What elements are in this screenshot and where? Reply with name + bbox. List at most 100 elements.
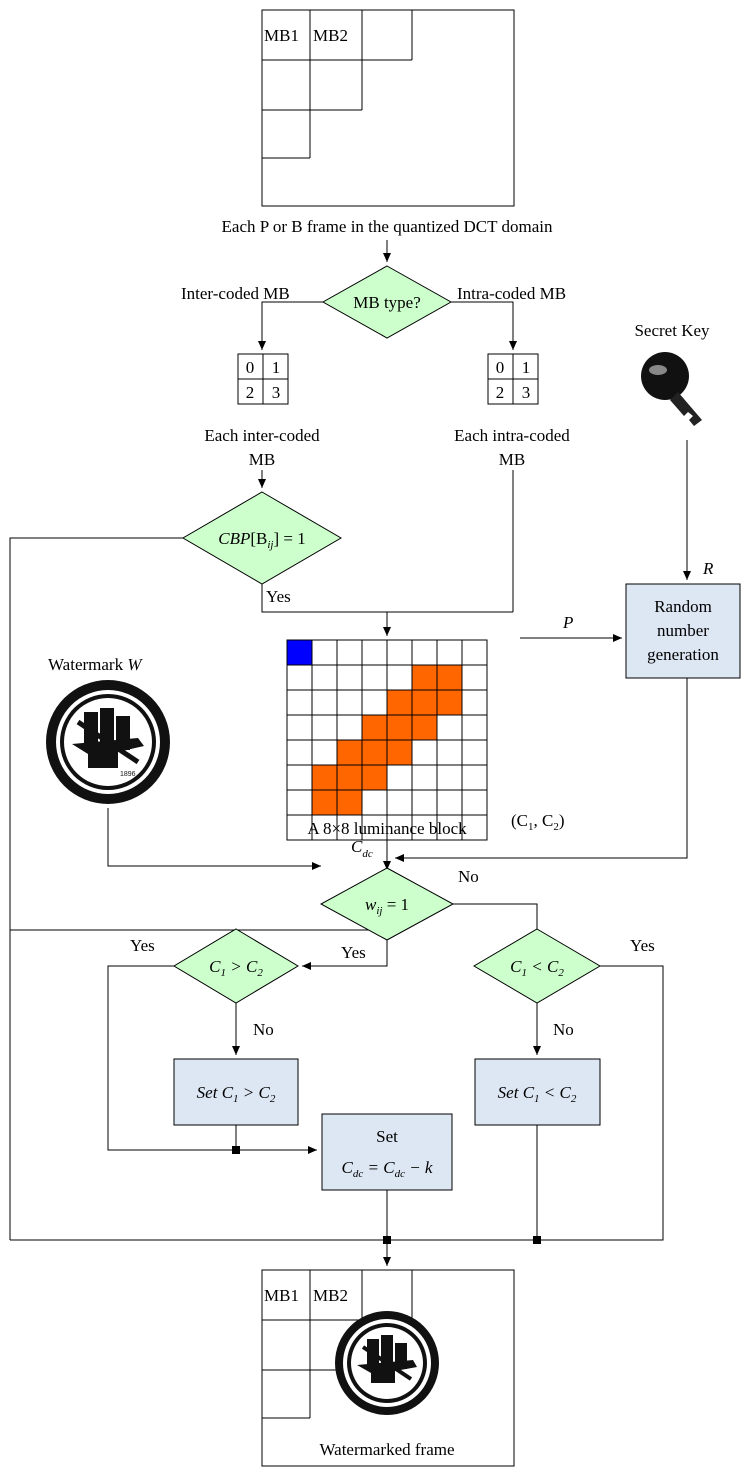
block-cell <box>362 640 387 665</box>
block-cell <box>287 690 312 715</box>
svg-text:3: 3 <box>272 383 281 402</box>
block-cell <box>337 715 362 740</box>
block-cell <box>462 790 487 815</box>
c-gt-no-label: No <box>253 1020 274 1039</box>
block-cell <box>337 765 362 790</box>
c1-lt-c2-decision: C1 < C2 <box>474 929 600 1003</box>
block-cell <box>312 765 337 790</box>
inter-mb-caption: Each inter-coded <box>204 426 320 445</box>
block-cell <box>387 765 412 790</box>
block-cell <box>437 790 462 815</box>
svg-text:MB type?: MB type? <box>353 293 421 312</box>
block-cell <box>287 665 312 690</box>
block-cell <box>287 765 312 790</box>
block-cell <box>362 790 387 815</box>
block-cell <box>287 790 312 815</box>
mb2-label: MB2 <box>313 26 348 45</box>
mb1-label: MB1 <box>264 1286 299 1305</box>
block-cell <box>362 665 387 690</box>
block-cell <box>437 640 462 665</box>
key-icon <box>641 352 702 426</box>
wij-no-label: No <box>458 867 479 886</box>
block-cell <box>462 665 487 690</box>
c-lt-yes-label: Yes <box>630 936 655 955</box>
svg-text:0: 0 <box>496 358 505 377</box>
block-cell <box>462 640 487 665</box>
block-cell <box>462 765 487 790</box>
svg-text:generation: generation <box>647 645 719 664</box>
block-cell <box>337 740 362 765</box>
block-cell <box>387 715 412 740</box>
intra-mb-grid: 0 1 2 3 <box>488 354 538 404</box>
block-cell <box>312 715 337 740</box>
c-gt-yes-label: Yes <box>130 936 155 955</box>
block-cell <box>412 640 437 665</box>
block-cell <box>412 765 437 790</box>
intra-mb-caption: Each intra-coded <box>454 426 570 445</box>
c-lt-no-label: No <box>553 1020 574 1039</box>
svg-text:number: number <box>657 621 709 640</box>
block-cell <box>437 715 462 740</box>
input-frame: MB1 MB2 <box>262 10 514 206</box>
c1-c2-label: (C1, C2) <box>511 811 565 833</box>
p-label: P <box>562 613 573 632</box>
luminance-block-caption: A 8×8 luminance block <box>307 819 467 838</box>
mb1-label: MB1 <box>264 26 299 45</box>
input-frame-caption: Each P or B frame in the quantized DCT d… <box>222 217 553 236</box>
intra-coded-label: Intra-coded MB <box>457 284 566 303</box>
block-cell <box>287 715 312 740</box>
block-cell <box>412 740 437 765</box>
mb-type-decision: MB type? <box>323 266 451 338</box>
block-cell <box>437 665 462 690</box>
set-c1-gt-c2-box: Set C1 > C2 <box>174 1059 298 1125</box>
luminance-block-8x8 <box>287 640 487 840</box>
block-cell <box>412 790 437 815</box>
block-cell <box>437 690 462 715</box>
dc-coefficient-cell <box>287 640 312 665</box>
watermark-label: Watermark W <box>48 655 143 674</box>
svg-text:1: 1 <box>522 358 531 377</box>
block-cell <box>362 740 387 765</box>
output-frame-caption: Watermarked frame <box>319 1440 454 1459</box>
random-number-generation-box: Random number generation <box>626 584 740 678</box>
svg-text:C1 > C2: C1 > C2 <box>209 957 263 979</box>
set-c1-lt-c2-box: Set C1 < C2 <box>475 1059 600 1125</box>
cbp-decision: CBP[Bij] = 1 <box>183 492 341 584</box>
block-cell <box>387 740 412 765</box>
block-cell <box>462 740 487 765</box>
svg-text:CBP[Bij] = 1: CBP[Bij] = 1 <box>218 529 305 551</box>
wij-yes-label: Yes <box>341 943 366 962</box>
block-cell <box>412 665 437 690</box>
block-cell <box>337 665 362 690</box>
svg-text:Set: Set <box>376 1127 398 1146</box>
inter-mb-grid: 0 1 2 3 <box>238 354 288 404</box>
svg-text:3: 3 <box>522 383 531 402</box>
block-cell <box>387 690 412 715</box>
block-cell <box>437 740 462 765</box>
svg-text:1896: 1896 <box>120 771 136 778</box>
svg-text:2: 2 <box>496 383 505 402</box>
svg-text:wij = 1: wij = 1 <box>365 895 409 917</box>
svg-text:MB: MB <box>499 450 525 469</box>
block-cell <box>312 690 337 715</box>
block-cell <box>362 715 387 740</box>
c1-gt-c2-decision: C1 > C2 <box>174 929 298 1003</box>
block-cell <box>287 740 312 765</box>
cbp-yes-label: Yes <box>266 587 291 606</box>
block-cell <box>337 690 362 715</box>
wij-decision: wij = 1 <box>321 868 453 940</box>
block-cell <box>462 715 487 740</box>
svg-text:MB: MB <box>249 450 275 469</box>
embedded-watermark-icon <box>335 1311 439 1415</box>
block-cell <box>312 665 337 690</box>
block-cell <box>462 690 487 715</box>
secret-key-label: Secret Key <box>634 321 710 340</box>
block-cell <box>312 740 337 765</box>
block-cell <box>412 715 437 740</box>
block-cell <box>437 765 462 790</box>
svg-text:2: 2 <box>246 383 255 402</box>
svg-text:0: 0 <box>246 358 255 377</box>
block-cell <box>387 640 412 665</box>
watermark-emblem-icon: 1896 <box>46 680 170 804</box>
block-cell <box>337 640 362 665</box>
